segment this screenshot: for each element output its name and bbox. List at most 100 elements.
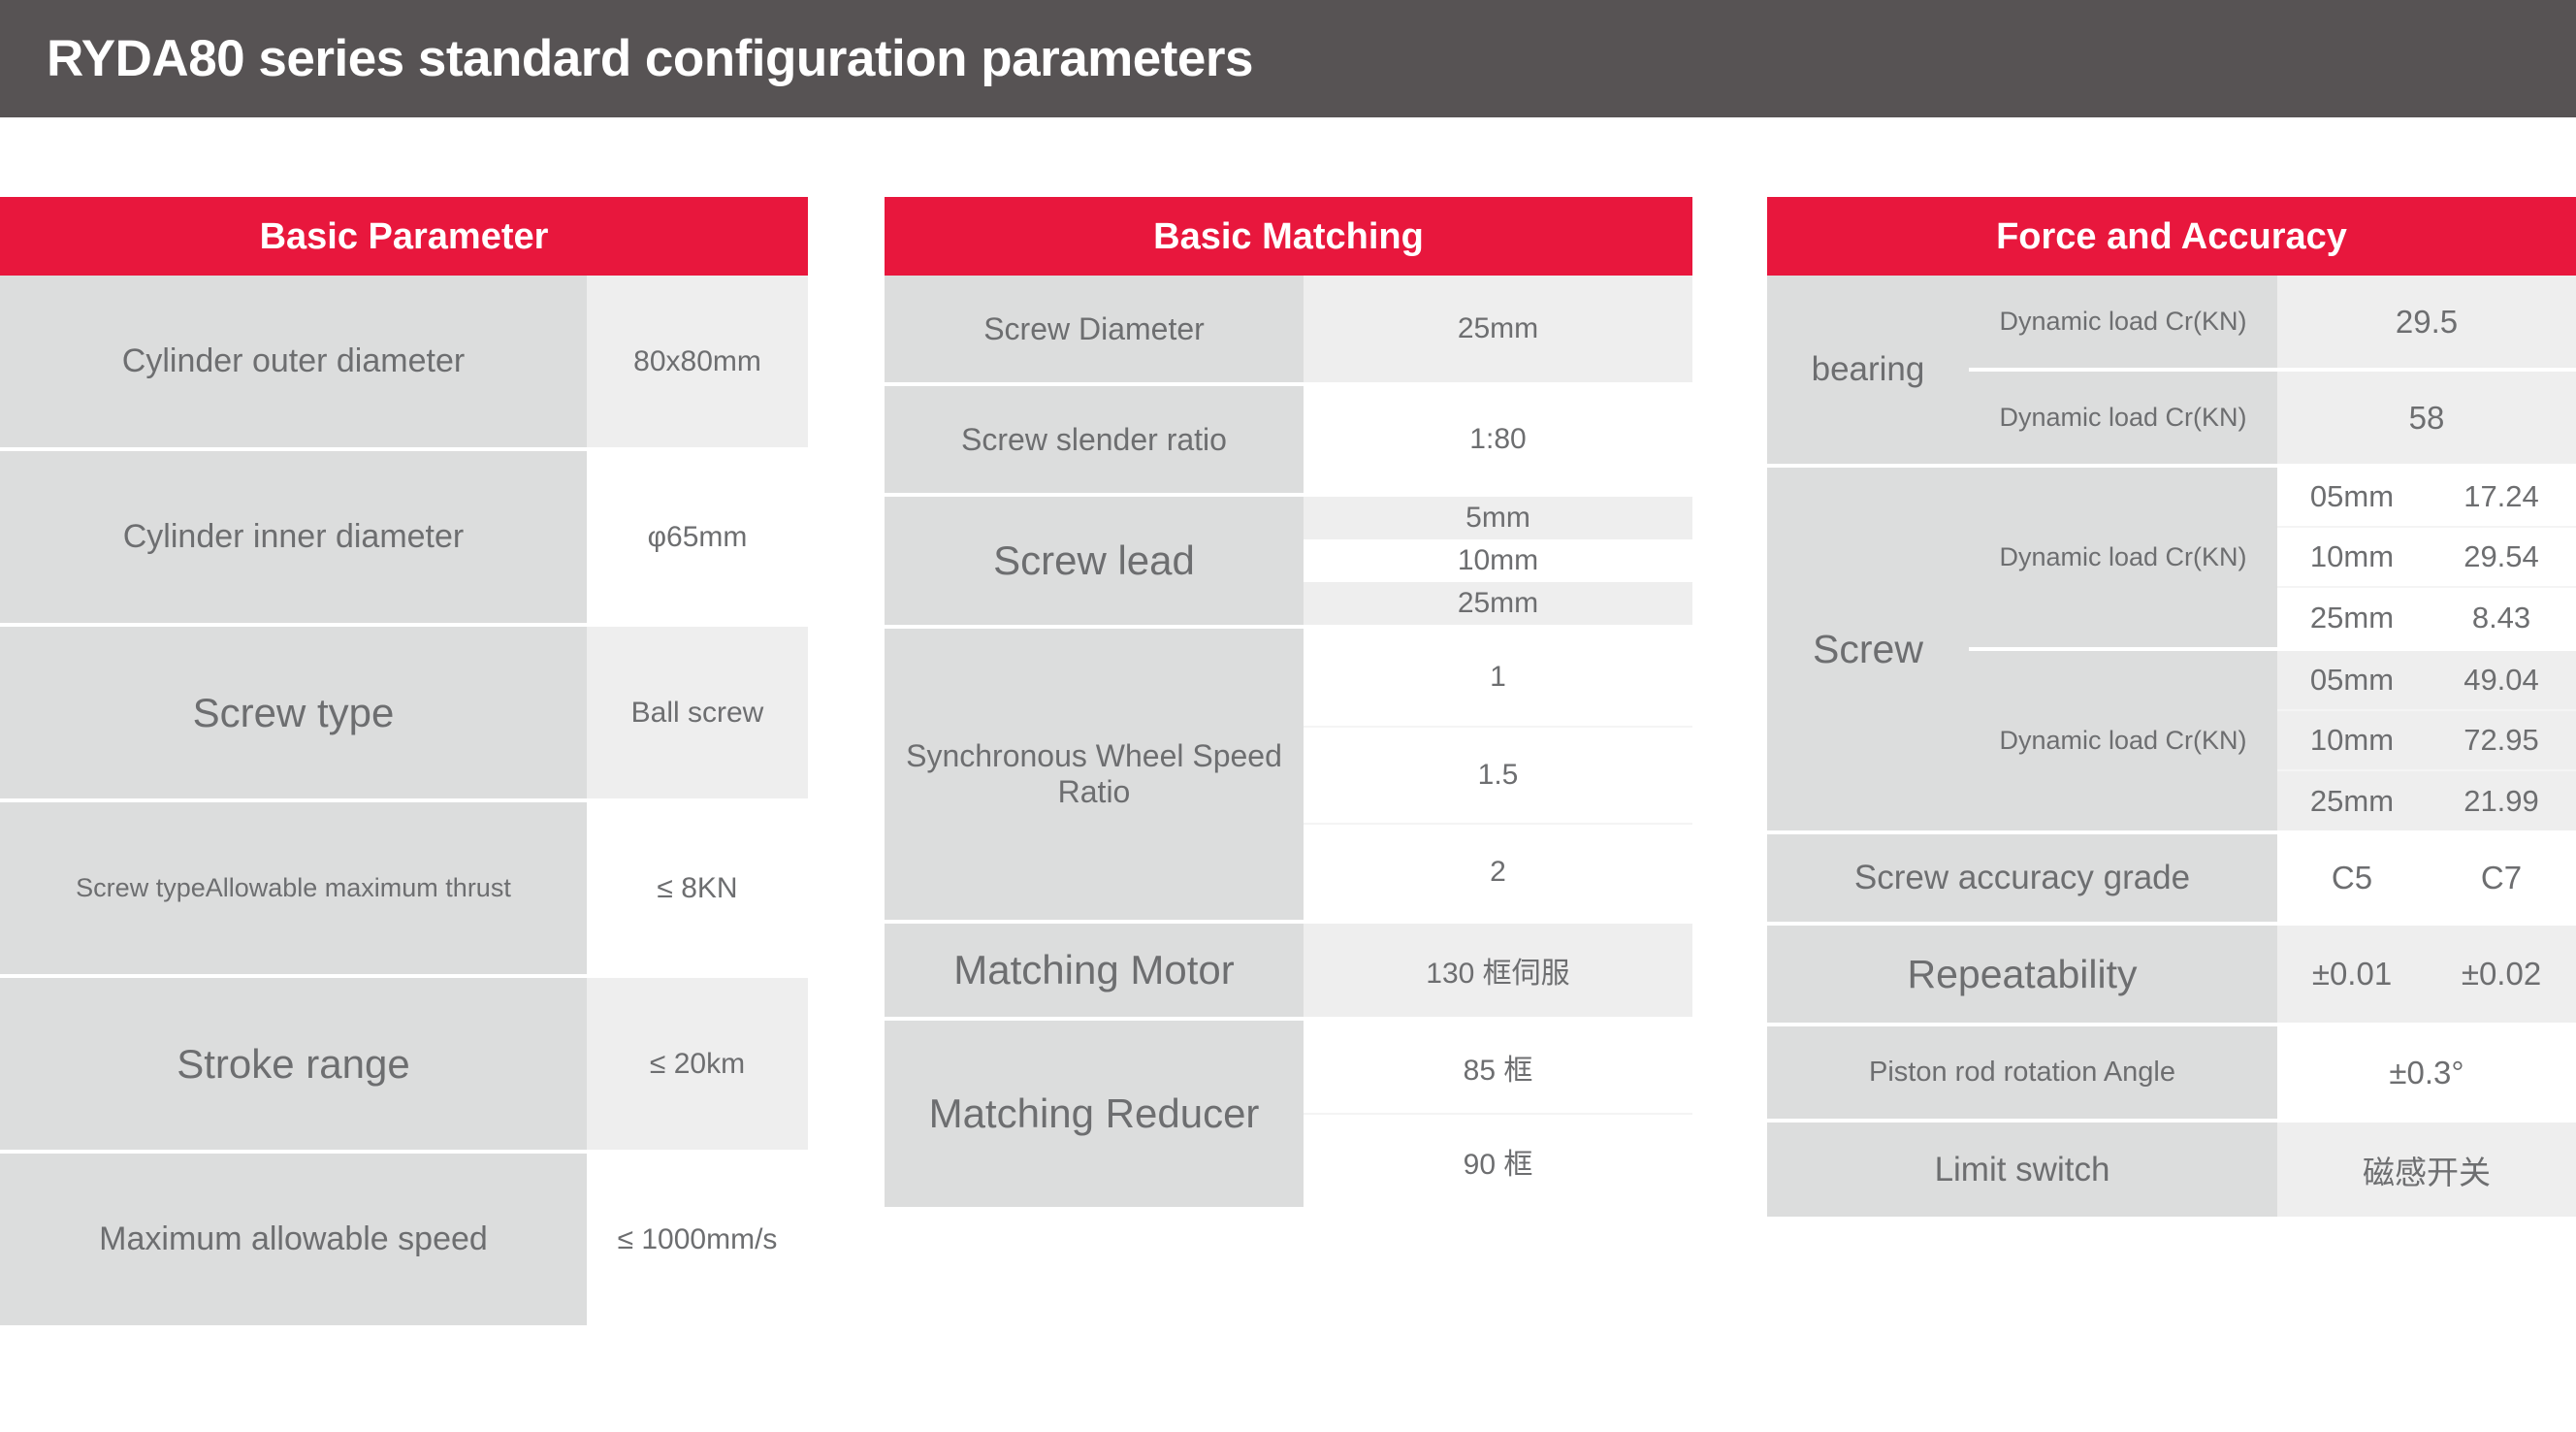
row-value: ±0.3° — [2277, 1026, 2576, 1119]
row-separator — [2277, 586, 2576, 588]
table-row: 05mm 49.04 — [2277, 651, 2576, 709]
lead-value: 05mm — [2277, 651, 2427, 709]
table-body-basic-matching: Screw Diameter 25mm Screw slender ratio … — [885, 276, 1692, 1207]
load-value: 21.99 — [2427, 771, 2576, 830]
table-header-basic-matching: Basic Matching — [885, 197, 1692, 276]
table-row: Dynamic load Cr(KN) 58 — [1969, 372, 2576, 464]
row-label: Synchronous Wheel Speed Ratio — [885, 629, 1304, 920]
row-label: Screw slender ratio — [885, 386, 1304, 493]
table-body-basic-parameter: Cylinder outer diameter 80x80mm Cylinder… — [0, 276, 808, 1325]
table-row: Synchronous Wheel Speed Ratio 1 1.5 2 — [885, 629, 1692, 920]
row-separator — [1304, 1113, 1692, 1115]
table-row: Dynamic load Cr(KN) 29.5 — [1969, 276, 2576, 368]
table-group-bearing: bearing Dynamic load Cr(KN) 29.5 Dynamic… — [1767, 276, 2576, 464]
load-value: 17.24 — [2427, 468, 2576, 526]
table-row: Maximum allowable speed ≤ 1000mm/s — [0, 1154, 808, 1325]
row-label: Screw lead — [885, 497, 1304, 625]
table-row: Screw Diameter 25mm — [885, 276, 1692, 382]
row-label: Dynamic load Cr(KN) — [1969, 468, 2277, 647]
row-separator — [1304, 823, 1692, 825]
table-row: Cylinder outer diameter 80x80mm — [0, 276, 808, 447]
table-basic-parameter: Basic Parameter Cylinder outer diameter … — [0, 197, 808, 1325]
row-value: 1.5 — [1304, 728, 1692, 823]
row-value: 80x80mm — [587, 276, 808, 447]
row-value-a: C5 — [2277, 834, 2427, 922]
load-value: 49.04 — [2427, 651, 2576, 709]
row-value: 58 — [2277, 372, 2576, 464]
row-separator — [1767, 922, 2576, 926]
row-value: ≤ 20km — [587, 978, 808, 1150]
lead-value: 10mm — [2277, 711, 2427, 769]
table-row: 10mm 29.54 — [2277, 528, 2576, 586]
page-title: RYDA80 series standard configuration par… — [47, 30, 1254, 87]
row-separator — [0, 623, 808, 627]
row-label: Repeatability — [1767, 926, 2277, 1023]
table-subgroup: Dynamic load Cr(KN) 05mm 17.24 10mm 29.5… — [1969, 468, 2576, 647]
table-row: Piston rod rotation Angle ±0.3° — [1767, 1026, 2576, 1119]
row-separator — [885, 382, 1692, 386]
row-value-b: C7 — [2427, 834, 2576, 922]
table-row: 10mm 72.95 — [2277, 711, 2576, 769]
row-label: Screw Diameter — [885, 276, 1304, 382]
table-basic-matching: Basic Matching Screw Diameter 25mm Screw… — [885, 197, 1692, 1207]
row-separator — [2277, 526, 2576, 528]
table-header-force-accuracy: Force and Accuracy — [1767, 197, 2576, 276]
table-row: Screw type Ball screw — [0, 627, 808, 798]
table-row: Limit switch 磁感开关 — [1767, 1123, 2576, 1217]
lead-value: 25mm — [2277, 588, 2427, 647]
row-label: Maximum allowable speed — [0, 1154, 587, 1325]
row-separator — [1767, 830, 2576, 834]
row-value: 磁感开关 — [2277, 1123, 2576, 1217]
table-row: Screw slender ratio 1:80 — [885, 386, 1692, 493]
row-separator — [1767, 1023, 2576, 1026]
table-header-basic-parameter: Basic Parameter — [0, 197, 808, 276]
row-separator — [0, 798, 808, 802]
table-row: Matching Reducer 85 框 90 框 — [885, 1021, 1692, 1207]
row-separator — [1304, 726, 1692, 728]
row-separator — [1969, 368, 2576, 372]
row-label: Stroke range — [0, 978, 587, 1150]
row-value: 10mm — [1304, 539, 1692, 582]
row-label: Matching Motor — [885, 924, 1304, 1017]
table-body-force-accuracy: bearing Dynamic load Cr(KN) 29.5 Dynamic… — [1767, 276, 2576, 1217]
row-value: 90 框 — [1304, 1115, 1692, 1207]
row-label: Screw typeAllowable maximum thrust — [0, 802, 587, 974]
group-label-screw: Screw — [1767, 468, 1969, 830]
parameter-tables: Basic Parameter Cylinder outer diameter … — [0, 197, 2576, 1361]
load-value: 72.95 — [2427, 711, 2576, 769]
row-separator — [885, 625, 1692, 629]
row-separator — [1767, 464, 2576, 468]
table-row: 05mm 17.24 — [2277, 468, 2576, 526]
row-label: Screw accuracy grade — [1767, 834, 2277, 922]
table-row: 25mm 8.43 — [2277, 588, 2576, 647]
row-separator — [0, 1150, 808, 1154]
row-value: 25mm — [1304, 276, 1692, 382]
row-value: ≤ 1000mm/s — [587, 1154, 808, 1325]
table-row: Screw typeAllowable maximum thrust ≤ 8KN — [0, 802, 808, 974]
row-separator — [0, 974, 808, 978]
row-separator — [2277, 709, 2576, 711]
row-label: Dynamic load Cr(KN) — [1969, 372, 2277, 464]
row-label: Screw type — [0, 627, 587, 798]
row-separator — [0, 447, 808, 451]
row-separator — [885, 920, 1692, 924]
row-value: 5mm — [1304, 497, 1692, 539]
row-label: Matching Reducer — [885, 1021, 1304, 1207]
row-label: Cylinder outer diameter — [0, 276, 587, 447]
row-value-a: ±0.01 — [2277, 926, 2427, 1023]
row-value: ≤ 8KN — [587, 802, 808, 974]
row-label: Piston rod rotation Angle — [1767, 1026, 2277, 1119]
load-value: 29.54 — [2427, 528, 2576, 586]
row-value: Ball screw — [587, 627, 808, 798]
table-row: Matching Motor 130 框伺服 — [885, 924, 1692, 1017]
table-row: Stroke range ≤ 20km — [0, 978, 808, 1150]
row-separator — [2277, 769, 2576, 771]
row-value: φ65mm — [587, 451, 808, 623]
load-value: 8.43 — [2427, 588, 2576, 647]
row-separator — [885, 493, 1692, 497]
table-subgroup: Dynamic load Cr(KN) 05mm 49.04 10mm 72.9… — [1969, 651, 2576, 830]
table-force-accuracy: Force and Accuracy bearing Dynamic load … — [1767, 197, 2576, 1217]
row-label: Dynamic load Cr(KN) — [1969, 651, 2277, 830]
table-row: Cylinder inner diameter φ65mm — [0, 451, 808, 623]
row-separator — [885, 1017, 1692, 1021]
